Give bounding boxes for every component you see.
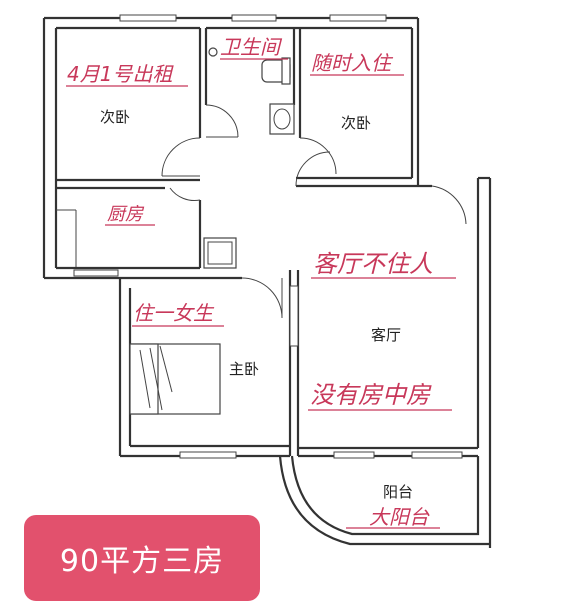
note-bathroom: 卫生间 [220,35,283,59]
doors [161,104,467,319]
master-bedroom-label: 主卧 [229,360,259,378]
balcony-label: 阳台 [383,483,413,501]
walls [42,16,492,548]
note-move-in: 随时入住 [311,51,394,75]
note-kitchen: 厨房 [107,204,145,225]
note-rent-date: 4月1号出租 [67,62,174,86]
note-living-no-tenant: 客厅不住人 [313,250,433,278]
note-female-tenant: 住一女生 [133,301,215,325]
windows [73,14,463,459]
note-no-partition: 没有房中房 [310,381,432,409]
area-badge: 90平方三房 [24,515,260,601]
note-big-balcony: 大阳台 [369,505,430,529]
bedroom-1-label: 次卧 [100,108,130,126]
living-room-label: 客厅 [371,326,401,344]
bedroom-2-label: 次卧 [341,114,371,132]
fixtures [129,47,299,415]
area-badge-text: 90平方三房 [59,544,225,579]
